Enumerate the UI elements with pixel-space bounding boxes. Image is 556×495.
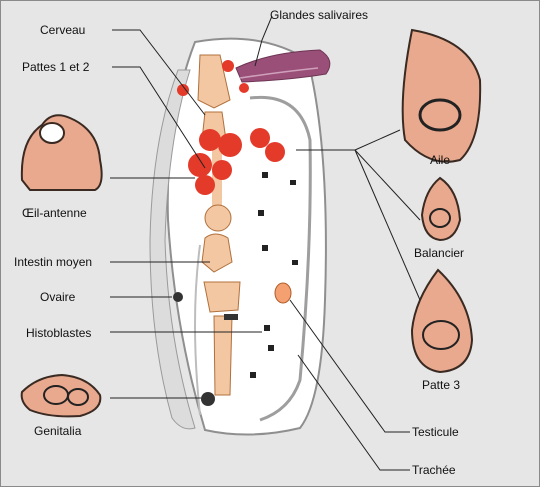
midgut [201,111,241,396]
label-testis: Testicule [412,425,459,439]
leg3-disc [410,268,474,374]
salivary-glands [235,49,331,83]
ovary [173,292,183,302]
leg-discs [188,128,285,195]
label-legs-1-2: Pattes 1 et 2 [22,60,90,74]
histoblasts [250,172,298,378]
label-midgut: Intestin moyen [14,255,93,269]
leader-lines [110,15,421,471]
wing-disc [401,28,482,163]
label-ovary: Ovaire [40,290,76,304]
genital-disc [201,392,215,406]
label-genitalia: Genitalia [34,424,82,438]
brain [177,54,249,109]
testis [274,282,292,304]
label-wing: Aile [430,153,451,167]
genital-disc-illustration [20,373,102,418]
label-salivary-glands: Glandes salivaires [270,8,369,22]
label-eye-antenna: Œil-antenne [22,206,87,220]
label-histoblasts: Histoblastes [26,326,92,340]
haltere-disc [420,176,462,242]
label-brain: Cerveau [40,23,86,37]
label-haltere: Balancier [414,246,465,260]
tracheae [194,95,312,422]
eye-antenna-disc [20,114,103,191]
label-trachea: Trachée [412,463,456,477]
label-leg-3: Patte 3 [422,378,461,392]
